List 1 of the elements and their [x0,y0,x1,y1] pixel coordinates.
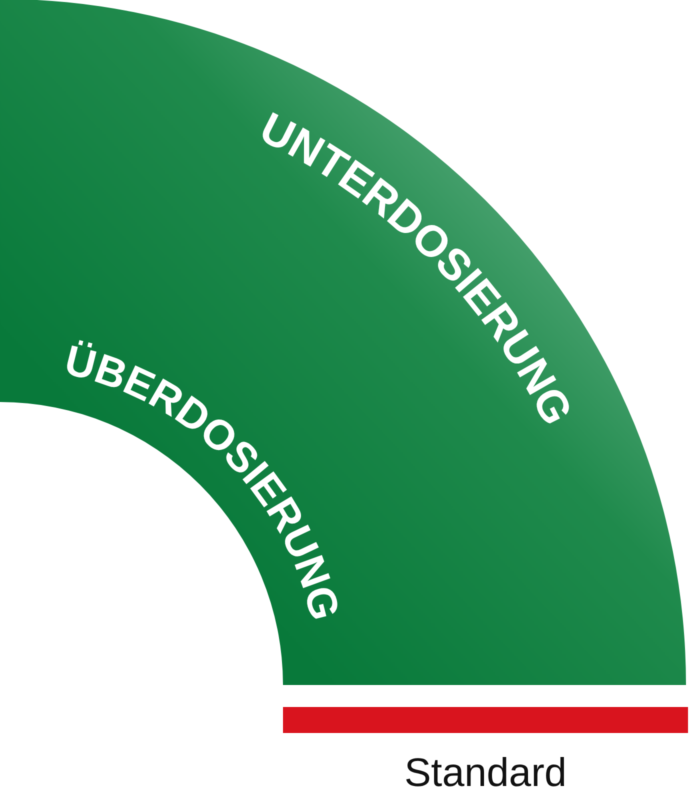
bar-label: Standard [403,750,568,796]
